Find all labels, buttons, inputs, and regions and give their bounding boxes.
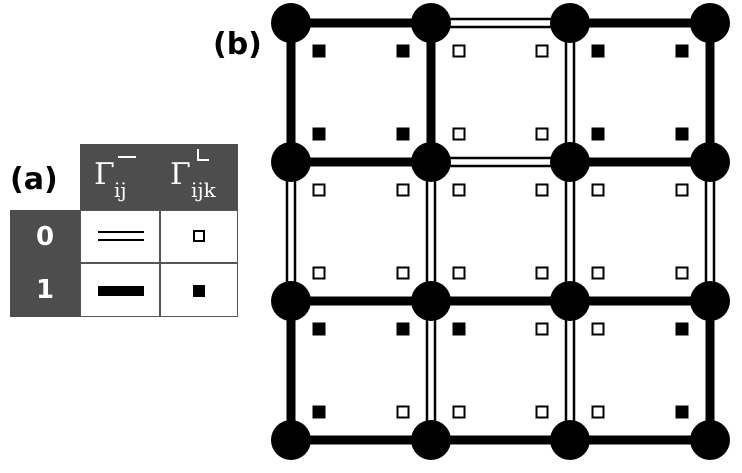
vertical-edge — [425, 162, 437, 301]
superscript-corner-horizontal — [197, 159, 209, 161]
superscript-corner-vertical — [197, 149, 199, 161]
vertex-dot — [690, 3, 730, 43]
vertex-dot — [271, 281, 311, 321]
open-corner-square — [452, 183, 466, 197]
vertex-dot — [411, 420, 451, 460]
open-corner-square — [452, 44, 466, 58]
double-edge-symbol — [98, 231, 144, 241]
panel-a-label: (a) — [10, 162, 58, 197]
vertical-edge — [564, 23, 576, 162]
vertex-dot — [690, 281, 730, 321]
row-label-0: 0 — [10, 210, 80, 263]
open-corner-square — [535, 322, 549, 336]
vertex-dot — [271, 420, 311, 460]
plaquette-symbol-cell-1 — [160, 263, 238, 317]
open-corner-square — [312, 183, 326, 197]
header-gamma-plaquette: Γ ijk — [160, 144, 238, 210]
open-corner-square — [396, 266, 410, 280]
plaquette-symbol-cell-0 — [160, 210, 238, 263]
open-corner-square — [535, 266, 549, 280]
open-corner-square — [675, 266, 689, 280]
open-corner-square — [591, 183, 605, 197]
filled-corner-square — [396, 127, 410, 141]
filled-square-symbol — [193, 285, 205, 297]
panel-b-label: (b) — [213, 27, 262, 62]
vertex-dot — [690, 420, 730, 460]
vertical-edge — [704, 162, 716, 301]
open-corner-square — [452, 405, 466, 419]
open-corner-square — [535, 183, 549, 197]
open-corner-square — [535, 44, 549, 58]
vertical-edge — [564, 162, 576, 301]
gamma-symbol: Γ — [94, 157, 115, 192]
subscript-ij: ij — [114, 178, 127, 202]
filled-corner-square — [396, 44, 410, 58]
vertex-dot — [271, 142, 311, 182]
filled-corner-square — [312, 405, 326, 419]
open-corner-square — [535, 127, 549, 141]
vertex-dot — [550, 281, 590, 321]
solid-edge-symbol — [98, 286, 144, 296]
open-corner-square — [452, 266, 466, 280]
vertex-dot — [550, 420, 590, 460]
horizontal-edge — [431, 156, 570, 168]
filled-corner-square — [452, 322, 466, 336]
open-corner-square — [452, 127, 466, 141]
open-corner-square — [396, 405, 410, 419]
vertical-edge — [564, 301, 576, 440]
vertex-dot — [411, 3, 451, 43]
vertex-dot — [550, 142, 590, 182]
header-gamma-edge: Γ ij — [80, 144, 160, 210]
vertical-edge — [285, 162, 297, 301]
filled-corner-square — [312, 322, 326, 336]
legend-table: Γ ij Γ ijk 0 1 — [10, 144, 238, 317]
open-corner-square — [396, 183, 410, 197]
edge-symbol-cell-1 — [80, 263, 160, 317]
filled-corner-square — [675, 44, 689, 58]
open-corner-square — [312, 266, 326, 280]
vertex-dot — [411, 142, 451, 182]
filled-corner-square — [312, 127, 326, 141]
vertex-dot — [411, 281, 451, 321]
subscript-ijk: ijk — [191, 178, 216, 202]
filled-corner-square — [312, 44, 326, 58]
vertex-dot — [550, 3, 590, 43]
filled-corner-square — [675, 322, 689, 336]
open-corner-square — [591, 266, 605, 280]
edge-symbol-cell-0 — [80, 210, 160, 263]
vertex-dot — [271, 3, 311, 43]
filled-corner-square — [675, 127, 689, 141]
filled-corner-square — [675, 405, 689, 419]
filled-corner-square — [396, 322, 410, 336]
open-corner-square — [675, 183, 689, 197]
superscript-bar — [118, 156, 136, 158]
open-corner-square — [591, 322, 605, 336]
vertex-dot — [690, 142, 730, 182]
open-corner-square — [591, 405, 605, 419]
open-corner-square — [535, 405, 549, 419]
row-label-1: 1 — [10, 263, 80, 317]
open-square-symbol — [193, 230, 205, 242]
horizontal-edge — [431, 17, 570, 29]
filled-corner-square — [591, 44, 605, 58]
gamma-symbol: Γ — [170, 157, 191, 192]
vertical-edge — [425, 301, 437, 440]
filled-corner-square — [591, 127, 605, 141]
